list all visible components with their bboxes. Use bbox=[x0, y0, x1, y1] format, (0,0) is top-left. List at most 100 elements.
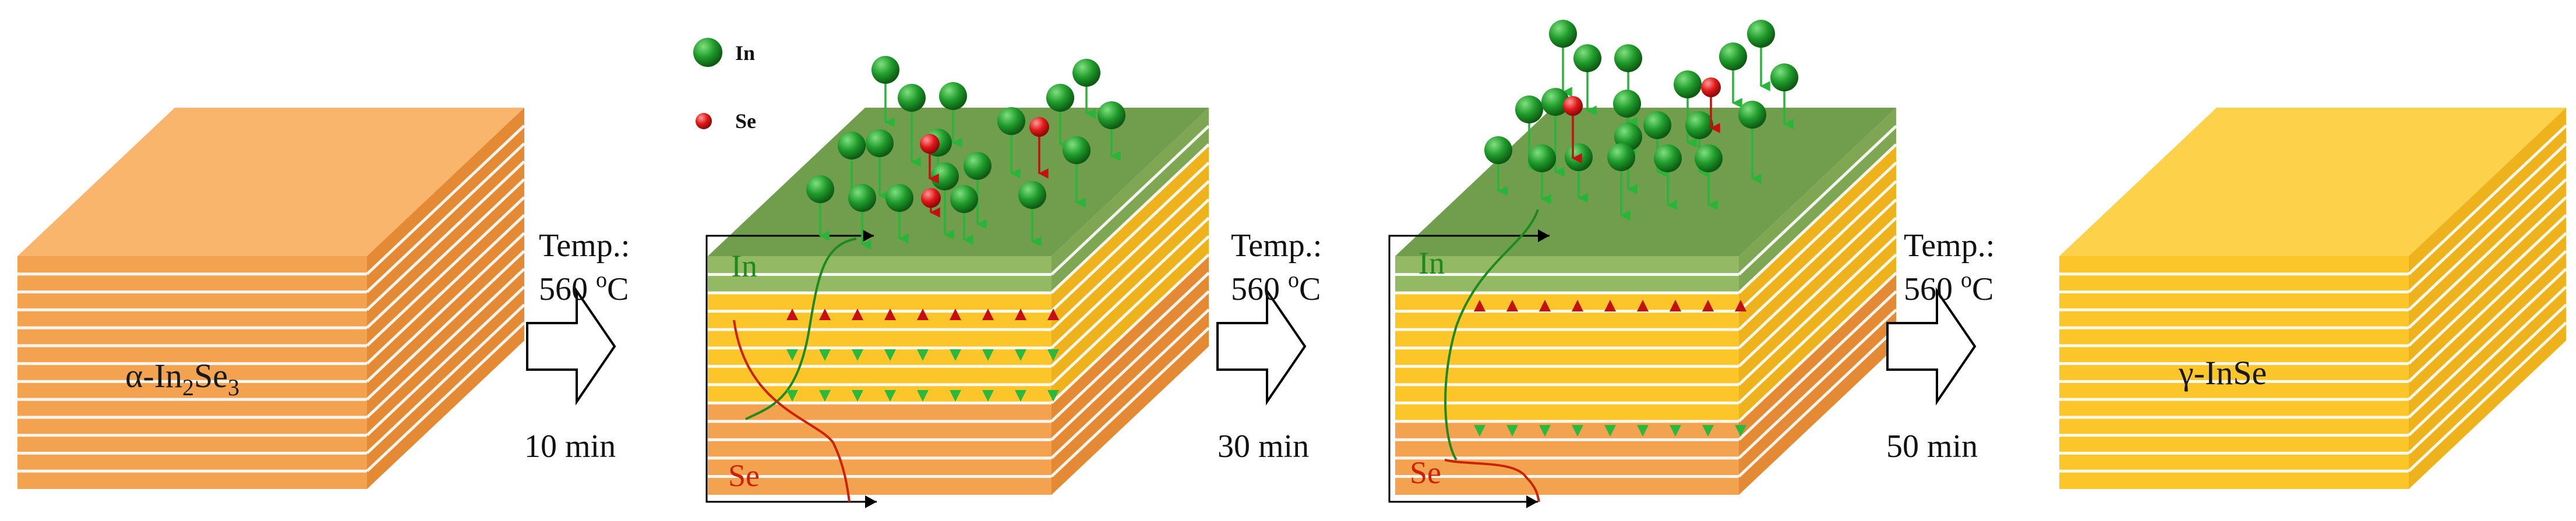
block-layer-front bbox=[708, 384, 1051, 403]
block-layer-side bbox=[1051, 181, 1209, 348]
block-layer-front bbox=[708, 476, 1051, 495]
layer-gap-side bbox=[366, 124, 525, 275]
block-layer-side bbox=[1051, 144, 1209, 311]
block-layer-front bbox=[708, 293, 1051, 311]
block-layer-front bbox=[17, 310, 367, 328]
block-layer-front bbox=[1395, 329, 1739, 348]
se-diffusion-arrow bbox=[1015, 309, 1026, 320]
layer-gap-side bbox=[2408, 142, 2567, 293]
in-atom bbox=[1484, 136, 1512, 164]
block-layer-side bbox=[1739, 272, 1896, 440]
alpha-in2se3-block bbox=[17, 108, 525, 489]
block-layer-side bbox=[1739, 181, 1896, 348]
block-layer-front bbox=[17, 256, 367, 274]
in-atom bbox=[1770, 63, 1798, 91]
block-layer-front bbox=[708, 274, 1051, 293]
block-layer-front bbox=[17, 328, 367, 346]
step-1-time: 10 min bbox=[524, 428, 616, 465]
block-top-face bbox=[17, 108, 524, 256]
gamma-inse-label: γ-InSe bbox=[2178, 354, 2267, 392]
block-layer-front bbox=[1395, 476, 1739, 495]
se-diffusion-arrow bbox=[1539, 300, 1551, 311]
step-2-conditions: Temp.: 560 oC 30 min bbox=[1218, 228, 1322, 465]
block-layer-side bbox=[2409, 197, 2566, 364]
step-3-temp-value: 560 oC bbox=[1904, 268, 1993, 307]
in-atom bbox=[1685, 111, 1713, 139]
in-atom bbox=[997, 107, 1025, 135]
deposited-atoms bbox=[806, 20, 1798, 250]
profile-2-se-label: Se bbox=[1410, 455, 1441, 490]
in-diffusion-arrow bbox=[852, 390, 863, 402]
block-layer-side bbox=[367, 251, 524, 417]
se-atom bbox=[921, 188, 941, 208]
block-layer-front bbox=[2059, 435, 2409, 453]
block-layer-front bbox=[708, 458, 1051, 477]
step-3-time: 50 min bbox=[1886, 428, 1978, 465]
layer-gap-side bbox=[1050, 253, 1210, 405]
block-layer-front bbox=[2059, 381, 2409, 400]
intermediate-block-30min bbox=[1395, 108, 1897, 495]
block-layer-side bbox=[1051, 254, 1209, 421]
in-diffusion-arrow bbox=[982, 390, 994, 402]
layer-gap-side bbox=[366, 142, 525, 293]
layer-gap-side bbox=[366, 250, 525, 401]
in-atom bbox=[1747, 20, 1775, 48]
layer-gap-side bbox=[366, 196, 525, 347]
layer-gap-side bbox=[1050, 327, 1210, 478]
layer-gap-side bbox=[1738, 217, 1897, 368]
layer-gap-side bbox=[366, 232, 525, 383]
block-layer-side bbox=[367, 322, 524, 489]
block-layer-side bbox=[2409, 125, 2566, 292]
in-diffusion-arrow bbox=[950, 390, 961, 402]
se-atom bbox=[1029, 117, 1049, 137]
in-diffusion-arrow bbox=[1047, 349, 1059, 361]
block-layer-side bbox=[1739, 309, 1896, 477]
block-layer-side bbox=[2409, 268, 2566, 435]
in-atom bbox=[1098, 101, 1125, 129]
process-arrows bbox=[526, 287, 1977, 406]
block-layer-front bbox=[708, 440, 1051, 458]
block-layer-front bbox=[708, 348, 1051, 367]
profile-axis-arrowhead bbox=[1538, 229, 1550, 242]
block-layer-front bbox=[2059, 328, 2409, 346]
layer-gap-side bbox=[1738, 235, 1897, 386]
in-atom bbox=[1515, 95, 1543, 123]
in-atom bbox=[1565, 143, 1593, 171]
in-diffusion-arrow bbox=[786, 349, 798, 361]
in-diffusion-arrow bbox=[1474, 425, 1485, 437]
block-layer-side bbox=[1051, 328, 1209, 495]
block-layer-front bbox=[1395, 274, 1739, 293]
block-layer-side bbox=[1739, 199, 1896, 367]
in-diffusion-arrow bbox=[917, 390, 929, 402]
in-diffusion-arrow bbox=[786, 390, 798, 402]
block-layer-side bbox=[367, 233, 524, 400]
block-layer-front bbox=[708, 256, 1051, 275]
step-1-temp-value: 560 oC bbox=[539, 268, 629, 307]
layer-gap-side bbox=[1050, 198, 1210, 349]
block-layer-front bbox=[17, 274, 367, 292]
layer-gap-side bbox=[2408, 124, 2567, 275]
block-layer-side bbox=[1051, 272, 1209, 440]
block-layer-side bbox=[1051, 218, 1209, 385]
layer-gap-side bbox=[1050, 272, 1210, 423]
layer-gap-side bbox=[2408, 196, 2567, 347]
block-layer-side bbox=[1739, 126, 1896, 293]
se-diffusion-arrow bbox=[1572, 300, 1583, 311]
in-diffusion-arrow bbox=[1572, 425, 1583, 437]
block-layer-front bbox=[2059, 417, 2409, 435]
block-layer-front bbox=[1395, 440, 1739, 458]
profile-1-in-curve bbox=[745, 238, 857, 420]
layer-gap-side bbox=[1738, 253, 1897, 405]
block-layer-side bbox=[367, 215, 524, 382]
block-layer-side bbox=[1739, 236, 1896, 403]
se-diffusion-arrow bbox=[1506, 300, 1518, 311]
layer-gap-side bbox=[1050, 217, 1210, 368]
process-arrow-1 bbox=[526, 287, 616, 406]
layer-gap-side bbox=[1738, 161, 1897, 313]
profile-axes bbox=[705, 235, 877, 503]
in-atom bbox=[885, 184, 913, 212]
block-layer-side bbox=[1739, 254, 1896, 421]
layer-gap-side bbox=[1738, 272, 1897, 423]
in-diffusion-arrow bbox=[1670, 425, 1681, 437]
